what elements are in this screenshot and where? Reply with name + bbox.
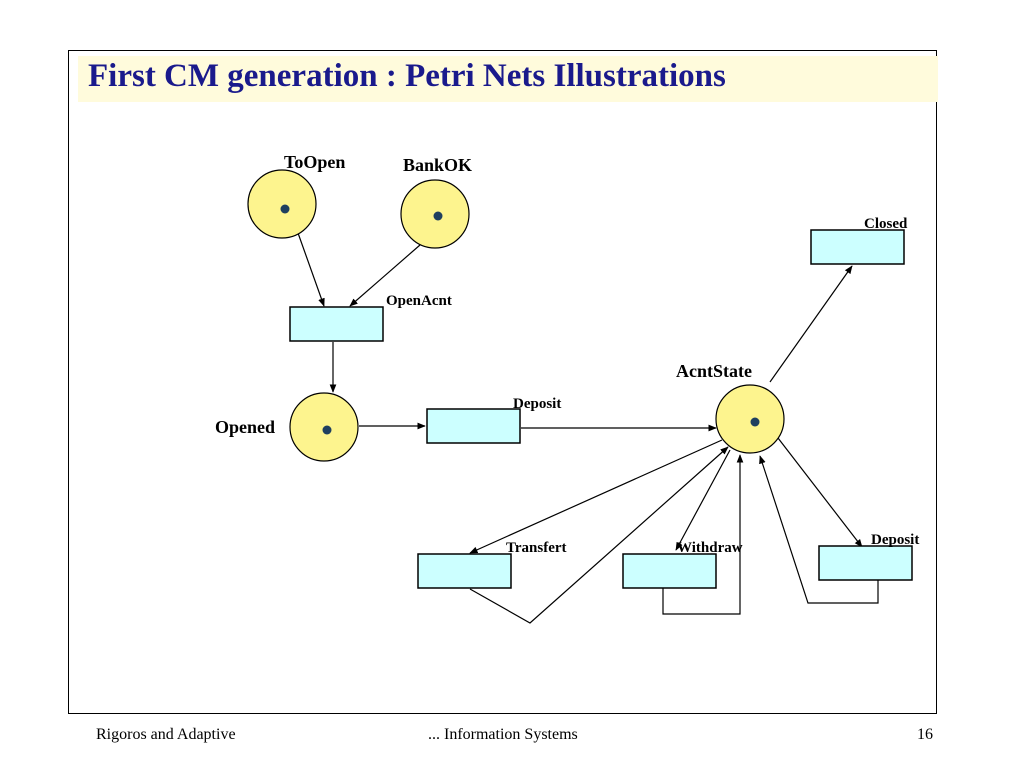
place-opened <box>289 392 359 462</box>
arc-toopen-openacnt <box>297 232 325 307</box>
label-transfert: Transfert <box>506 540 567 556</box>
page-number: 16 <box>917 726 933 743</box>
label-openacnt: OpenAcnt <box>386 293 452 309</box>
label-deposit-loop: Deposit <box>871 532 919 548</box>
transition-openacnt <box>289 306 384 342</box>
label-withdraw: Withdraw <box>677 540 743 556</box>
label-acntstate: AcntState <box>676 361 752 381</box>
place-toopen <box>247 169 317 239</box>
arc-acntstate-deposit-loop <box>777 437 863 548</box>
transition-withdraw <box>622 553 717 589</box>
token-icon <box>750 417 760 427</box>
transition-deposit <box>426 408 521 444</box>
arc-deposit-loop-acntstate <box>759 455 879 604</box>
label-deposit: Deposit <box>513 396 561 412</box>
token-icon <box>433 211 443 221</box>
label-bankok: BankOK <box>403 155 472 175</box>
arcs <box>297 232 879 624</box>
title-band <box>78 56 938 102</box>
label-closed: Closed <box>864 216 908 232</box>
arc-bankok-openacnt <box>349 244 421 307</box>
transition-closed <box>810 229 905 265</box>
token-icon <box>280 204 290 214</box>
label-opened: Opened <box>215 417 275 437</box>
arc-transfert-acntstate <box>469 446 729 624</box>
label-toopen: ToOpen <box>284 152 345 172</box>
arc-acntstate-withdraw <box>675 449 731 551</box>
slide-title: First CM generation : Petri Nets Illustr… <box>88 58 726 94</box>
arc-withdraw-acntstate <box>662 454 744 615</box>
slide-frame <box>68 50 937 714</box>
place-bankok <box>400 179 470 249</box>
place-acntstate <box>715 384 785 454</box>
arc-acntstate-closed <box>769 265 853 383</box>
token-icon <box>322 425 332 435</box>
transition-transfert <box>417 553 512 589</box>
arc-acntstate-transfert <box>469 439 723 554</box>
transition-deposit-loop <box>818 545 913 581</box>
footer-left: Rigoros and Adaptive <box>96 726 236 743</box>
footer-center: ... Information Systems <box>428 726 578 743</box>
